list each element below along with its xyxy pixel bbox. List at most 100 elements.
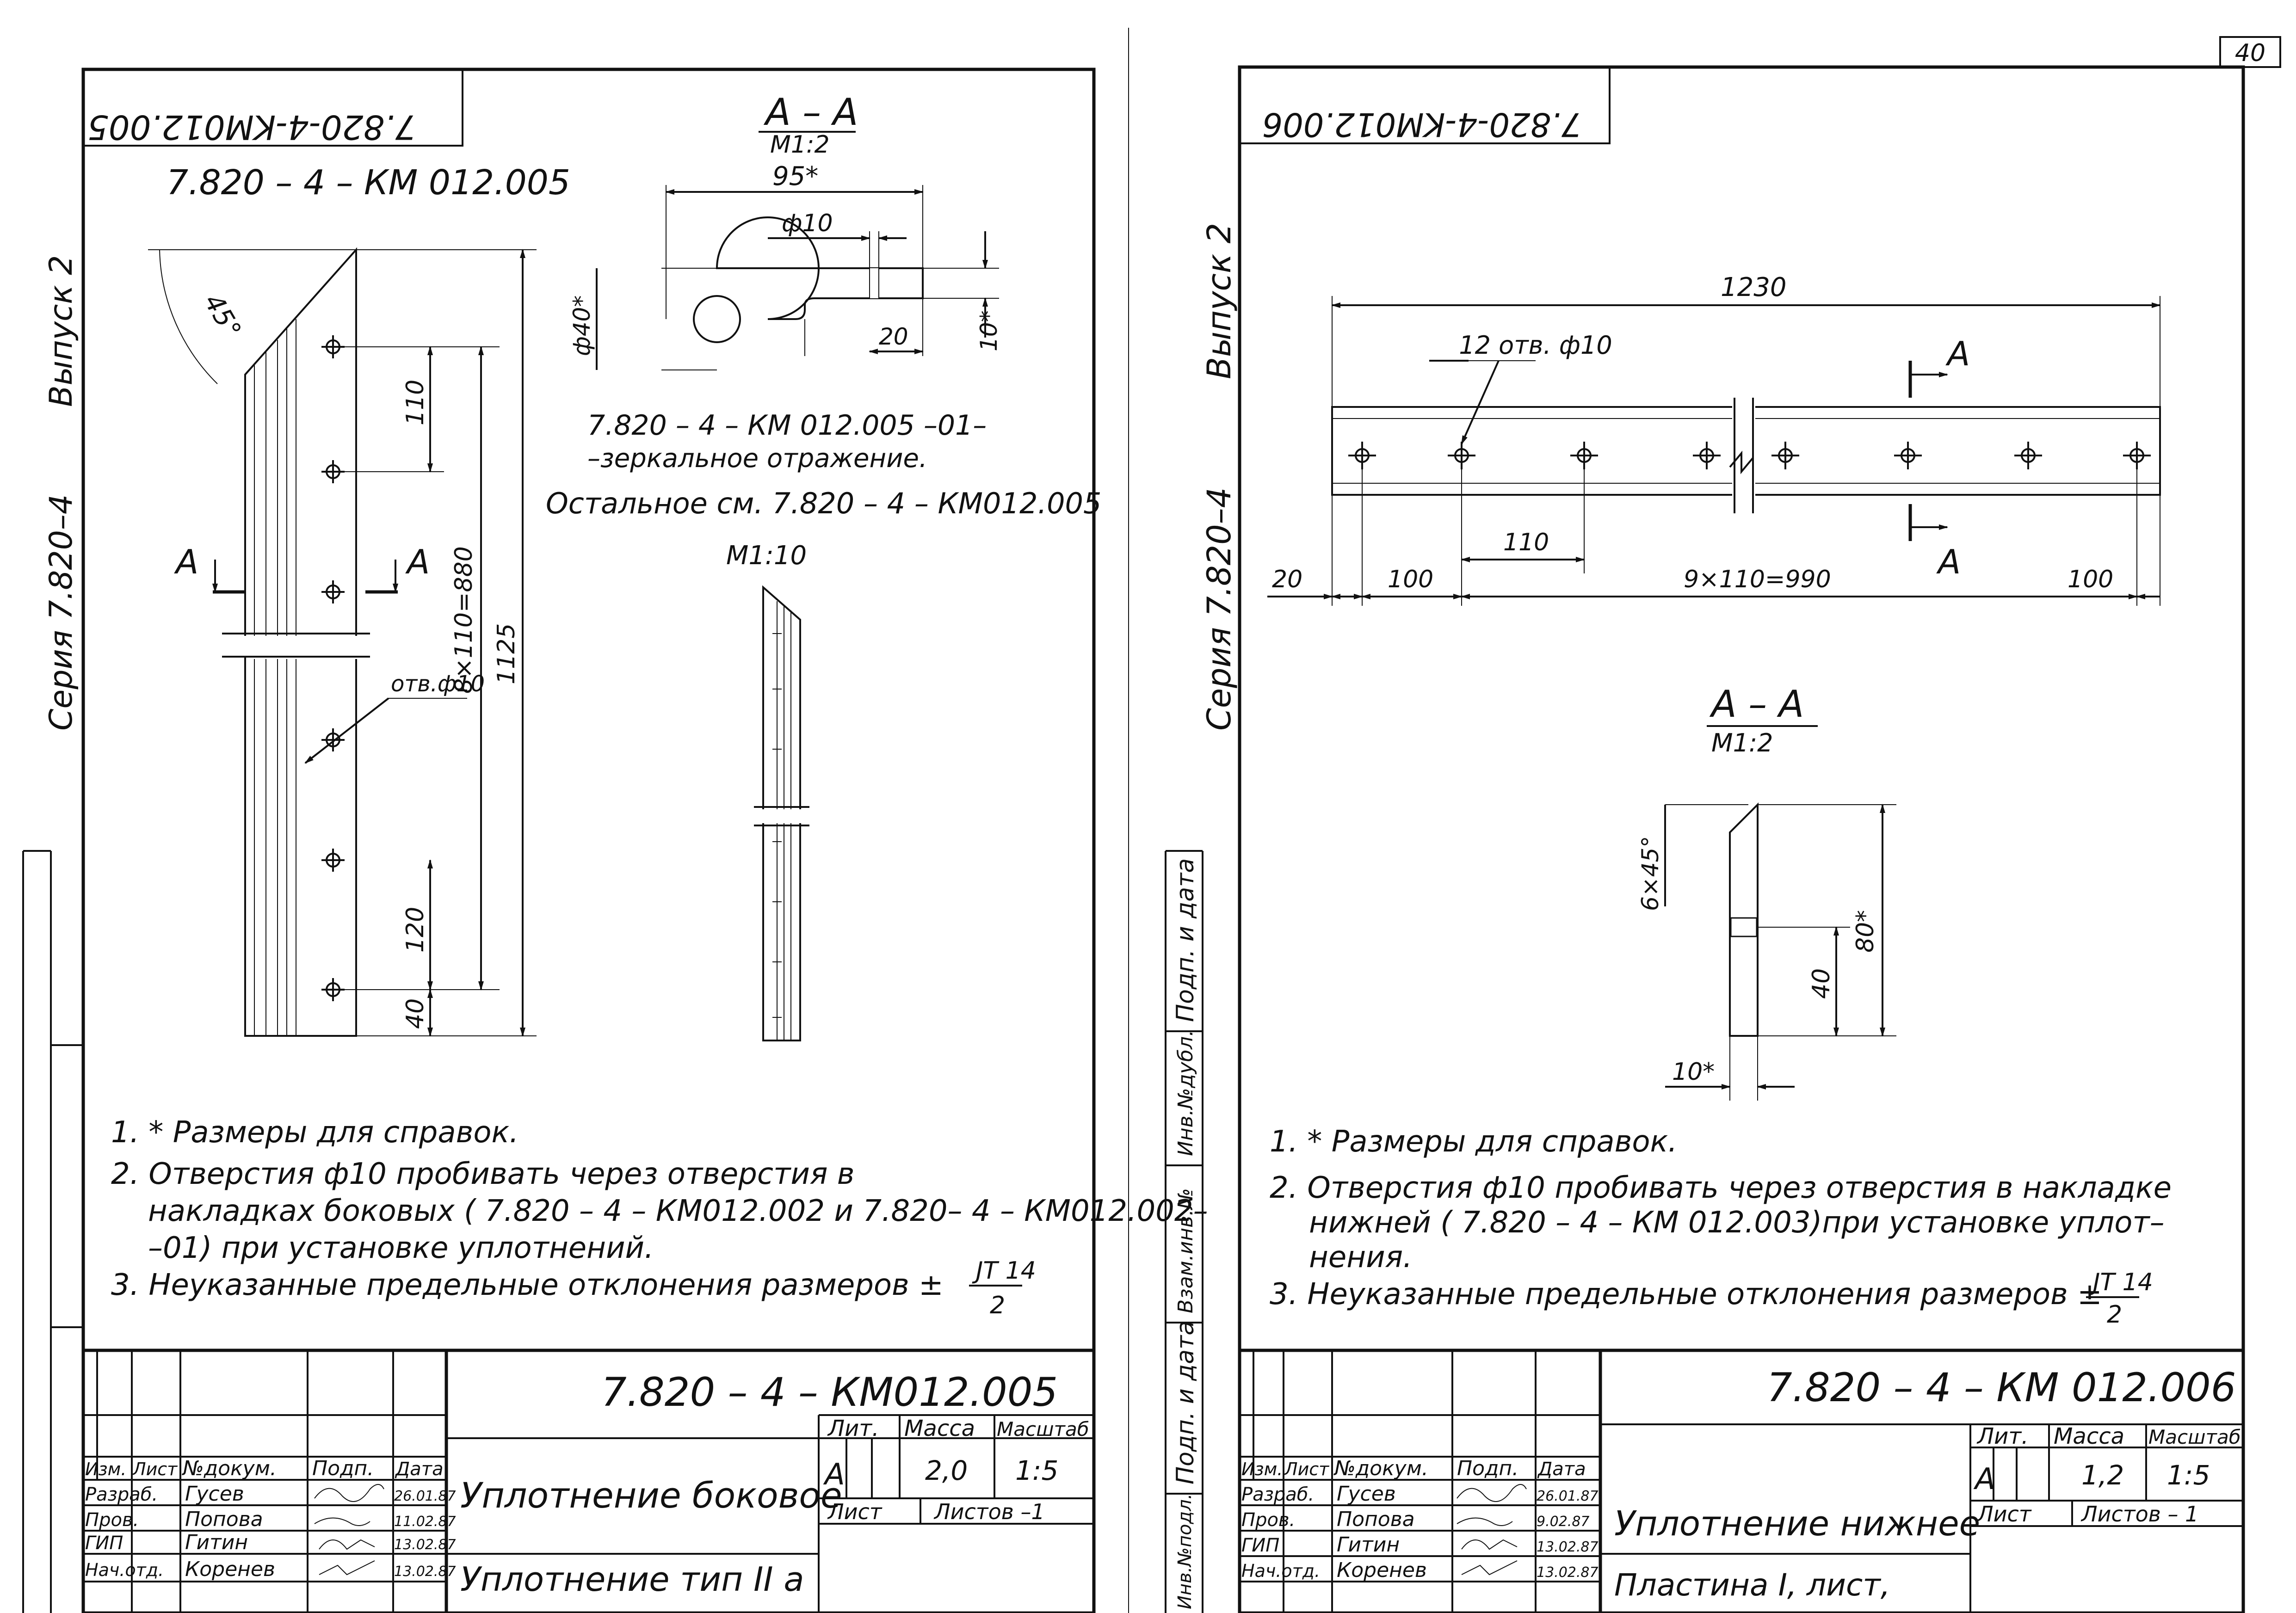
right-tb-r3-name: Гитин xyxy=(1337,1533,1400,1557)
right-tb-h-doc: №докум. xyxy=(1333,1457,1428,1480)
left-cut-a-left: А xyxy=(174,542,198,581)
left-scale-m110: М1:10 xyxy=(726,541,807,571)
right-note-1: 1. * Размеры для справок. xyxy=(1270,1125,1678,1159)
left-note-3: 3. Неуказанные предельные отклонения раз… xyxy=(111,1268,944,1302)
right-tb-r3-date: 13.02.87 xyxy=(1537,1539,1599,1555)
right-side-seriya: Серия 7.820–4 xyxy=(1200,487,1238,731)
right-notes: 1. * Размеры для справок. 2. Отверстия ф… xyxy=(1270,1125,2172,1329)
right-section-aa: А – А М1:2 80* 40 6×45° 10* xyxy=(1637,683,1896,1101)
right-tb-r2-date: 9.02.87 xyxy=(1537,1514,1590,1530)
left-tb-lit: А xyxy=(823,1458,845,1492)
left-note-1: 1. * Размеры для справок. xyxy=(111,1115,519,1150)
right-tb-h-date: Дата xyxy=(1537,1459,1586,1480)
right-sec-dim-40: 40 xyxy=(1808,968,1835,999)
left-tb-r4-date: 13.02.87 xyxy=(394,1564,456,1580)
left-notes: 1. * Размеры для справок. 2. Отверстия ф… xyxy=(111,1115,1208,1319)
left-tb-r1-name: Гусев xyxy=(185,1482,244,1506)
left-tb-sheets-label: Листов –1 xyxy=(933,1499,1045,1524)
left-tb-r2-name: Попова xyxy=(185,1508,263,1531)
left-mirror-code: 7.820-4-KM012.005 xyxy=(87,108,416,147)
left-note-2c: –01) при установке уплотнений. xyxy=(148,1231,654,1265)
right-tb-r1-role: Разраб. xyxy=(1241,1484,1314,1505)
right-dim-110: 110 xyxy=(1503,529,1549,556)
left-mirror-code-box xyxy=(82,68,463,147)
right-tb-sheets-label: Листов – 1 xyxy=(2080,1502,2198,1527)
left-sec-dim-95: 95* xyxy=(772,161,818,191)
right-tb-mass-label: Масса xyxy=(2054,1423,2124,1449)
right-tb-r1-name: Гусев xyxy=(1337,1482,1396,1506)
left-side-seriya: Серия 7.820–4 xyxy=(43,494,80,731)
right-dim-1230: 1230 xyxy=(1721,272,1787,302)
right-tb-name1: Уплотнение нижнее xyxy=(1614,1504,1980,1544)
right-tb-r4-role: Нач.отд. xyxy=(1241,1561,1320,1581)
right-tb-h-izm: Изм. xyxy=(1241,1459,1283,1479)
left-angle: 45° xyxy=(198,289,247,344)
left-sec-dim-d10: ф10 xyxy=(782,209,833,237)
left-tb-r1-role: Разраб. xyxy=(85,1484,158,1505)
right-note-3-den: 2 xyxy=(2107,1301,2122,1329)
left-tb-r3-role: ГИП xyxy=(85,1533,123,1554)
left-tb-scale-label: Масштаб xyxy=(997,1418,1089,1441)
left-bar-drawing: 45° А А 110 8×110=880 1125 120 40 xyxy=(148,247,537,1037)
left-tb-r2-date: 11.02.87 xyxy=(394,1514,456,1530)
left-tb-name1: Уплотнение боковое xyxy=(460,1475,842,1516)
left-cut-a-right: А xyxy=(405,542,430,581)
left-dim-110: 110 xyxy=(401,380,429,425)
right-sec-chamfer: 6×45° xyxy=(1637,836,1664,911)
stamp-vzam-inv: Взам.инв.№ xyxy=(1174,1188,1197,1313)
left-section-scale: М1:2 xyxy=(770,131,830,159)
page-number: 40 xyxy=(2235,39,2265,67)
left-title-block: Изм. Лист №докум. Подп. Дата Разраб. Гус… xyxy=(83,1348,1094,1613)
left-sec-dim-10: 10* xyxy=(975,310,1002,351)
right-tb-name2: Пластина I, лист, xyxy=(1614,1567,1890,1603)
left-hole-label: отв.ф10 xyxy=(391,671,485,697)
right-plate-drawing: 1230 12 отв. ф10 А А 110 xyxy=(1267,272,2161,606)
stamp-podp-data-2: Подп. и дата xyxy=(1172,1321,1199,1484)
right-tb-mass: 1,2 xyxy=(2081,1459,2124,1491)
left-tb-h-izm: Изм. xyxy=(85,1459,126,1479)
left-tb-r3-name: Гитин xyxy=(185,1531,248,1554)
right-tb-h-list: Лист xyxy=(1284,1459,1330,1479)
right-tb-r4-name: Коренев xyxy=(1337,1558,1427,1582)
left-tb-name2: Уплотнение тип II а xyxy=(460,1560,804,1599)
left-dim-8x110: 8×110=880 xyxy=(450,546,478,694)
stamp-inv-dubl: Инв.№дубл. xyxy=(1174,1030,1197,1156)
left-dim-1125: 1125 xyxy=(493,623,520,684)
right-note-2b: нижней ( 7.820 – 4 – КМ 012.003)при уста… xyxy=(1309,1206,2165,1240)
left-tb-r4-role: Нач.отд. xyxy=(85,1560,164,1580)
left-sheet: Выпуск 2 Серия 7.820–4 7.820-4-KM012.005… xyxy=(22,68,1208,1613)
left-sec-dim-20: 20 xyxy=(879,323,908,350)
right-frame xyxy=(1238,65,2245,1613)
left-frame xyxy=(81,68,1096,1613)
left-dim-40: 40 xyxy=(401,998,429,1029)
right-note-3-num: JT 14 xyxy=(2089,1268,2153,1296)
right-sheet: Выпуск 2 Серия 7.820–4 Подп. и дата Инв.… xyxy=(1165,65,2245,1613)
right-holes-label: 12 отв. ф10 xyxy=(1459,331,1612,360)
right-note-2c: нения. xyxy=(1309,1240,1413,1274)
right-tb-sheet-label: Лист xyxy=(1976,1502,2032,1527)
right-tb-r2-role: Пров. xyxy=(1241,1509,1295,1531)
right-tb-code: 7.820 – 4 – КМ 012.006 xyxy=(1767,1365,2236,1411)
left-section-title: А – А xyxy=(763,91,858,134)
right-title-block: Изм. Лист №докум. Подп. Дата Разраб. Гус… xyxy=(1240,1348,2243,1613)
left-tb-r3-date: 13.02.87 xyxy=(394,1537,456,1553)
left-tb-h-list: Лист xyxy=(132,1459,178,1479)
left-tb-mass-label: Масса xyxy=(904,1416,975,1441)
left-dim-120: 120 xyxy=(401,907,429,953)
right-mirror-code: 7.820-4-KM012.006 xyxy=(1262,105,1582,143)
left-sec-dim-d40: ф40* xyxy=(568,296,595,356)
right-tb-r4-date: 13.02.87 xyxy=(1537,1564,1599,1581)
right-tb-lit-label: Лит. xyxy=(1976,1423,2029,1449)
right-sec-dim-80: 80* xyxy=(1852,910,1879,953)
right-dim-9x110: 9×110=990 xyxy=(1684,566,1831,593)
right-sec-dim-10: 10* xyxy=(1672,1058,1715,1086)
left-small-bar xyxy=(754,585,809,1041)
left-side-vypusk: Выпуск 2 xyxy=(43,255,80,407)
page-number-box xyxy=(2219,36,2281,68)
left-note-2: 2. Отверстия ф10 пробивать через отверст… xyxy=(111,1157,855,1191)
left-tb-lit-label: Лит. xyxy=(827,1416,879,1441)
left-tb-code: 7.820 – 4 – КМ012.005 xyxy=(601,1369,1058,1416)
left-tb-h-date: Дата xyxy=(395,1459,444,1480)
right-dim-20: 20 xyxy=(1272,566,1302,593)
